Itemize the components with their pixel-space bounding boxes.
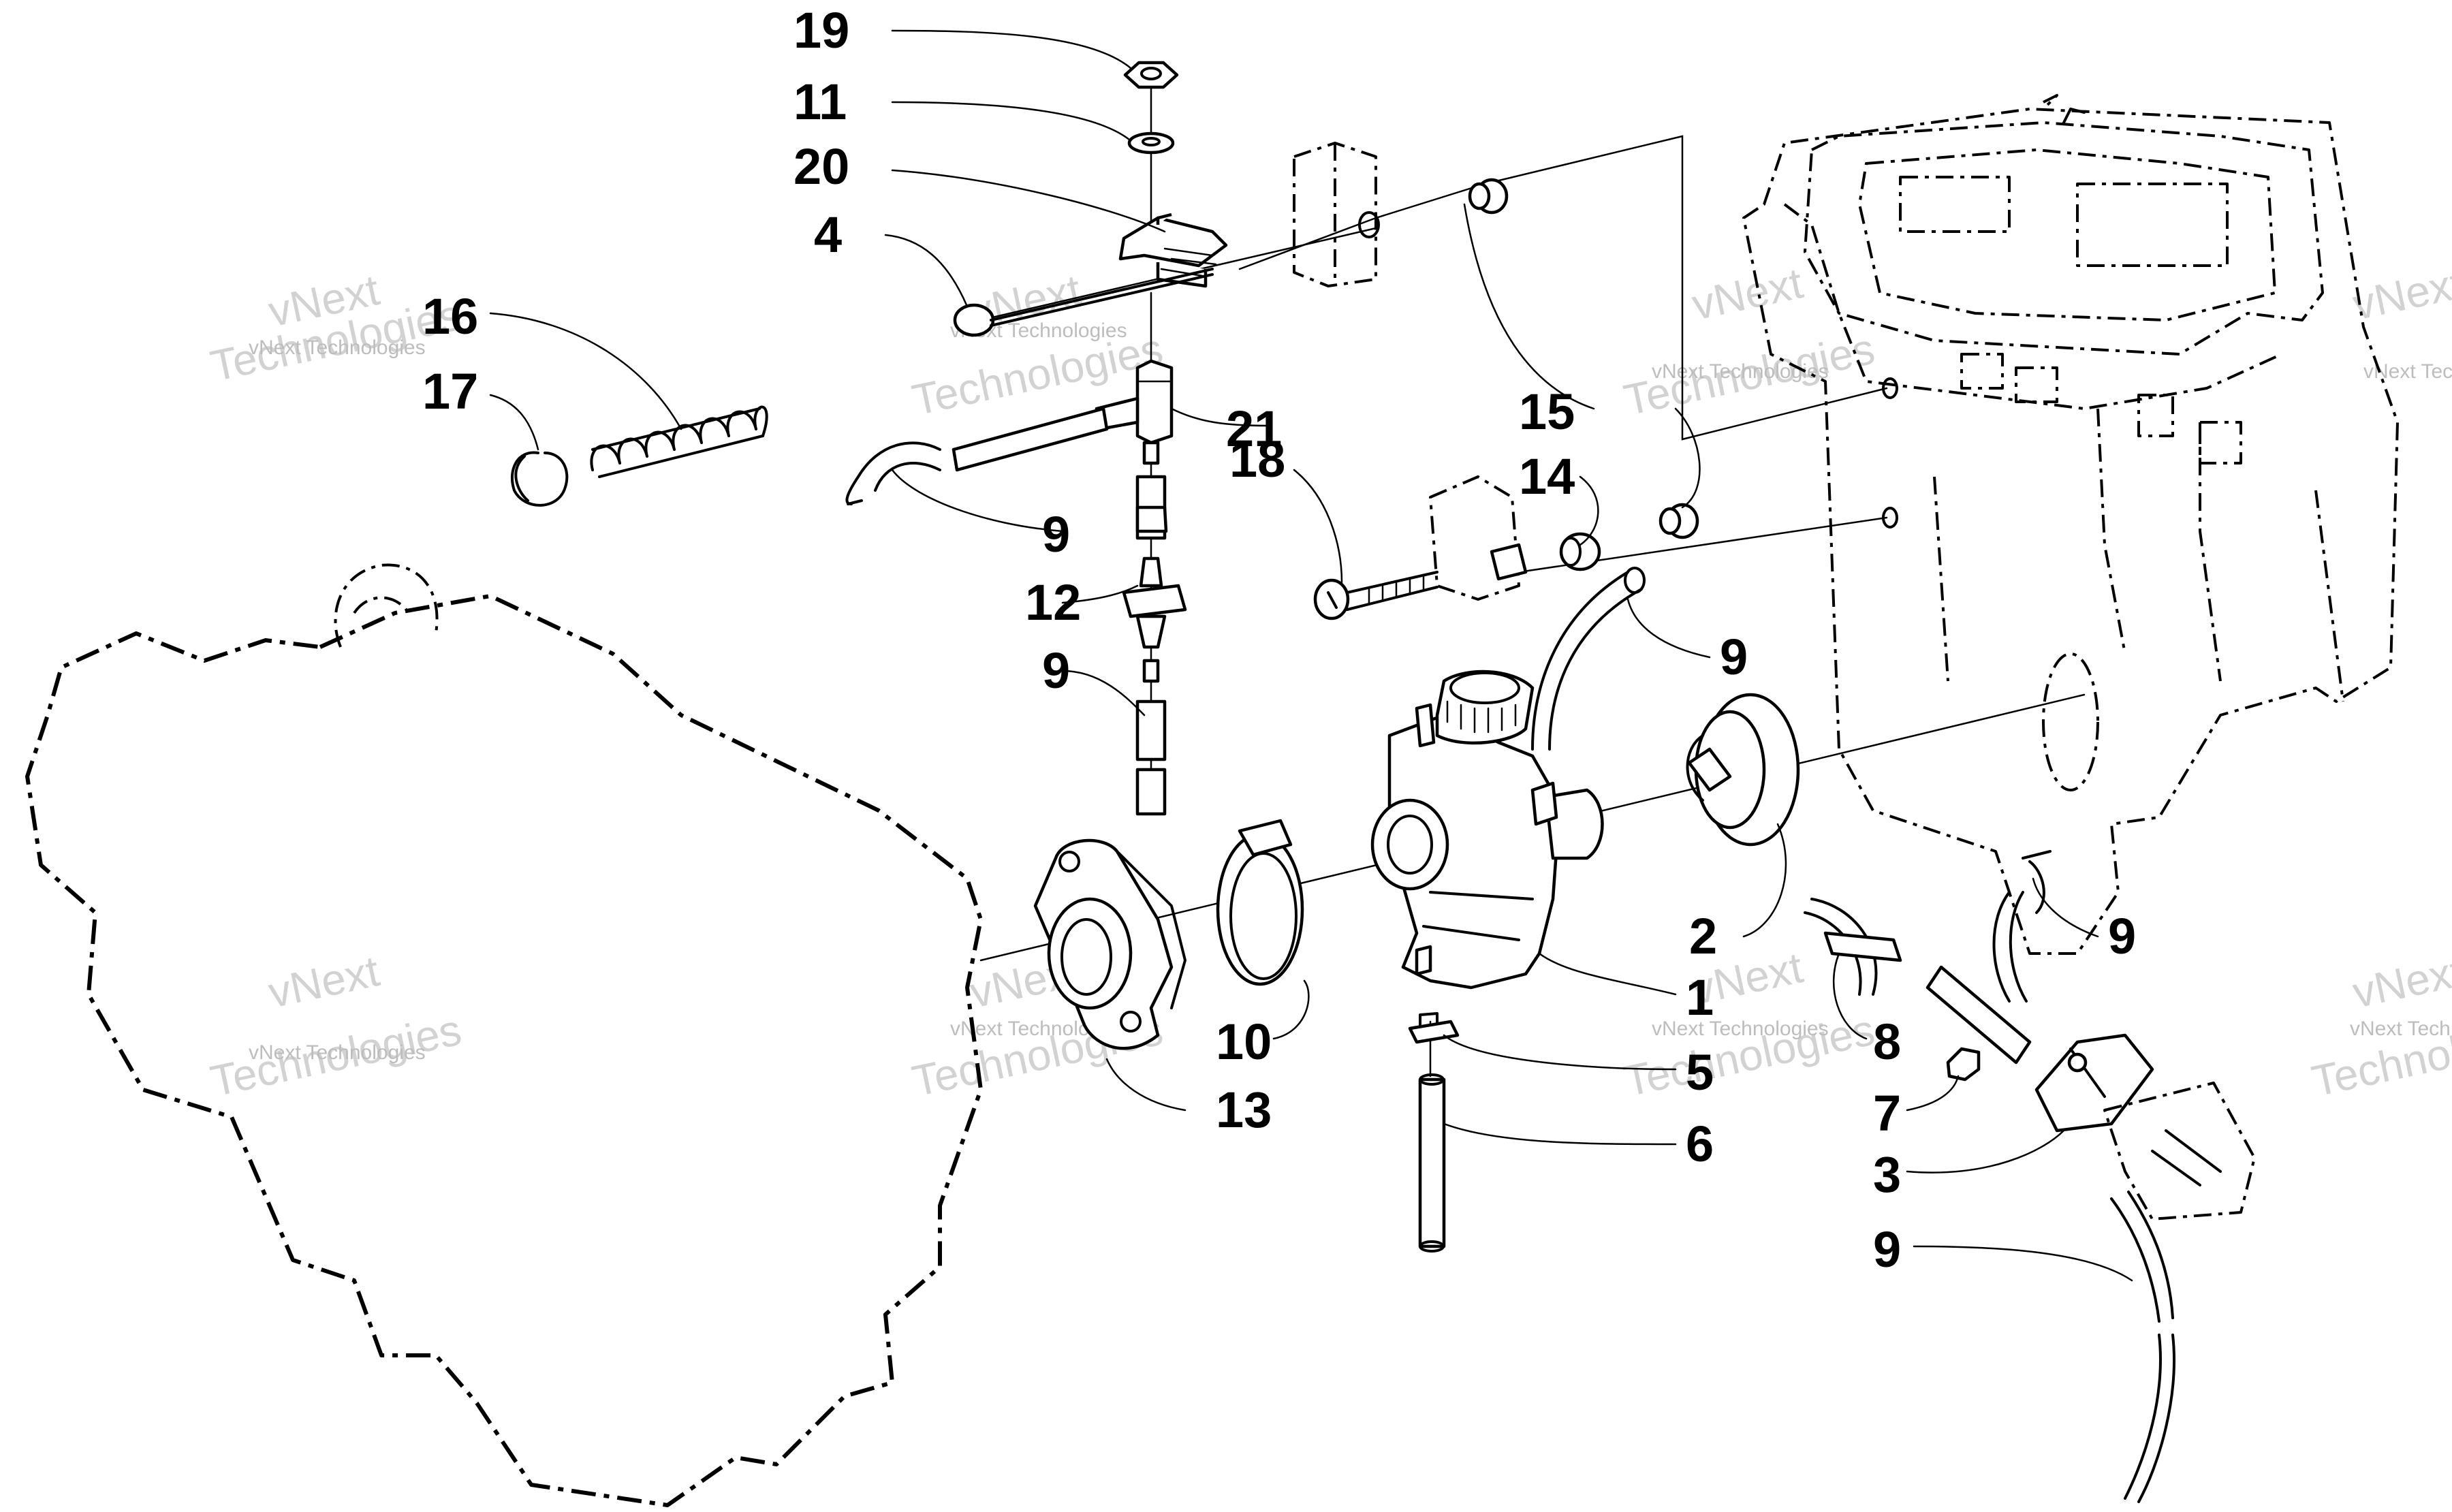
watermarks: vNext Technologies vNext Technologies vN… (206, 258, 2452, 1105)
fuel-hose-upper (845, 407, 1109, 505)
screw-part-18 (1313, 571, 1439, 620)
callout-labels: 19 11 20 4 16 17 21 15 14 18 9 12 9 9 2 … (422, 2, 2136, 1278)
callout-20: 20 (793, 138, 849, 195)
callout-5: 5 (1686, 1044, 1714, 1101)
svg-text:vNext: vNext (2348, 946, 2452, 1017)
callout-9-right-hose: 9 (2108, 908, 2136, 964)
callout-12: 12 (1025, 574, 1081, 631)
callout-9-filter-hose: 9 (1042, 642, 1070, 699)
throttle-housing-outline-lower (1429, 475, 1528, 601)
nut-part-7 (1946, 1047, 1981, 1082)
callout-9-vent-hose: 9 (1720, 629, 1748, 685)
throttle-housing-outline-upper (1293, 142, 1380, 287)
fuel-filter-part-12 (1122, 475, 1187, 816)
svg-text:vNext Technologies: vNext Technologies (1652, 1018, 1829, 1040)
grommet-part-15-upper (1468, 178, 1509, 215)
callout-1: 1 (1686, 969, 1714, 1026)
watermark-5: vNext Technologies vNext Technologies (206, 946, 465, 1105)
svg-text:vNext: vNext (1688, 258, 1807, 329)
svg-text:vNext Technologies: vNext Technologies (1652, 360, 1829, 383)
callout-2: 2 (1689, 908, 1717, 964)
callout-4: 4 (814, 206, 842, 263)
cable-part-4 (953, 268, 1214, 337)
svg-text:vNext Technologies: vNext Technologies (2350, 1018, 2452, 1040)
callout-15: 15 (1519, 383, 1575, 440)
svg-text:vNext: vNext (2348, 258, 2452, 329)
spring-part-16 (590, 405, 768, 478)
callout-6: 6 (1686, 1116, 1714, 1172)
callout-13: 13 (1216, 1082, 1272, 1138)
callout-8: 8 (1873, 1013, 1901, 1070)
fuel-hose-right (1804, 850, 2052, 1065)
callout-16: 16 (422, 288, 478, 345)
watermark-4: vNext vNext Technologies (2348, 258, 2452, 383)
jet-part-5 (1408, 1012, 1460, 1044)
engine-top-bump-detail (353, 596, 410, 614)
engine-outline (25, 594, 983, 1507)
callout-21: 21 (1226, 400, 1282, 457)
washer-part-11 (1127, 131, 1175, 155)
clip-part-17 (510, 451, 569, 507)
callout-7: 7 (1873, 1085, 1901, 1141)
grommet-part-15-lower (1659, 503, 1699, 539)
callout-19: 19 (793, 2, 849, 59)
svg-text:vNext Technologies: vNext Technologies (249, 336, 426, 359)
carburetor-part-1 (1370, 670, 1604, 990)
callout-9-bottom-hose: 9 (1873, 1221, 1901, 1278)
drain-tube-part-6 (1418, 1073, 1446, 1253)
callout-14: 14 (1519, 448, 1575, 505)
hose-clamp-part-10 (1216, 819, 1304, 986)
air-boot-part-2 (1686, 693, 1800, 847)
watermark-7: vNext Technologies vNext Technologies (1620, 943, 1879, 1105)
callout-18: 18 (1229, 431, 1285, 488)
svg-text:vNext Technologies: vNext Technologies (249, 1041, 426, 1064)
fuel-pump-part-3 (2034, 1033, 2256, 1220)
callout-9-upper-hose: 9 (1042, 506, 1070, 563)
callout-11: 11 (793, 74, 847, 130)
vent-hose-on-carb (1531, 567, 1646, 751)
leader-lines (489, 29, 2133, 1282)
callout-3: 3 (1873, 1146, 1901, 1203)
callout-17: 17 (422, 363, 478, 420)
air-box (1742, 94, 2399, 955)
spacer-part-14 (1559, 532, 1601, 571)
callout-10: 10 (1216, 1013, 1272, 1070)
intake-flange-part-13 (1033, 838, 1186, 1050)
svg-text:vNext: vNext (264, 946, 383, 1017)
watermark-8: vNext Technologies vNext Technologies (2308, 946, 2452, 1105)
pulse-hose-bottom (2110, 1191, 2175, 1503)
nut-part-19 (1123, 61, 1179, 89)
